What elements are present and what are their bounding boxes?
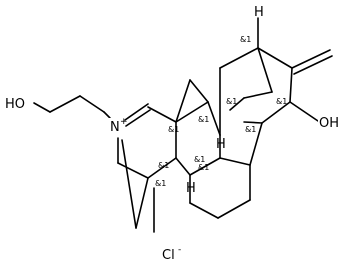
bond: [207, 101, 221, 136]
stereo-label: &1: [245, 125, 256, 134]
label-mask: [108, 118, 124, 136]
bond: [175, 101, 209, 123]
bond: [147, 157, 177, 179]
label-mask: [4, 95, 32, 111]
bond: [257, 47, 293, 69]
bond: [189, 79, 209, 103]
bond: [79, 95, 105, 113]
bond: [293, 55, 333, 75]
hydroxyl-right-label: OH: [319, 116, 339, 131]
bond: [49, 95, 81, 113]
hydroxyl-left-label: HO: [5, 97, 25, 112]
bond: [289, 67, 293, 103]
stereo-label: &1: [198, 115, 209, 124]
nitrogen-label: N: [110, 120, 120, 135]
label-mask: [318, 114, 344, 130]
bond: [125, 109, 151, 127]
atom-labels: HO N + OH H H H Cl -: [4, 5, 344, 263]
bond: [175, 157, 191, 176]
bond: [243, 91, 273, 99]
bond: [33, 102, 51, 113]
ring-h-lower-label: H: [186, 181, 196, 196]
bond: [124, 103, 149, 121]
bond: [117, 162, 149, 179]
stereo-label: &1: [198, 163, 209, 172]
bond: [175, 79, 191, 123]
stereo-label: &1: [158, 161, 169, 170]
chloride-charge: -: [178, 245, 181, 255]
bond: [103, 111, 111, 119]
stereo-label: &1: [194, 155, 205, 164]
bond: [261, 101, 291, 124]
bond: [189, 202, 219, 219]
stereo-labels: &1 &1 &1 &1 &1 &1 &1 &1 &1 &1: [155, 35, 287, 188]
bond: [217, 199, 251, 219]
stereo-label: &1: [240, 35, 251, 44]
bond: [249, 122, 263, 166]
chloride-label: Cl: [162, 248, 175, 263]
ring-h-center-label: H: [216, 137, 226, 152]
stereo-label: &1: [168, 125, 179, 134]
stereo-label: &1: [276, 97, 287, 106]
bond: [291, 49, 331, 69]
bond: [121, 139, 137, 229]
bond: [257, 47, 273, 93]
bond: [189, 157, 221, 176]
bond: [229, 97, 245, 111]
bond-lines: [33, 17, 333, 233]
bridgehead-h-top-label: H: [254, 5, 264, 20]
stereo-label: &1: [155, 179, 166, 188]
bond: [243, 121, 263, 124]
stereo-label: &1: [226, 97, 237, 106]
bond: [289, 101, 319, 122]
bond: [219, 47, 259, 69]
bond: [135, 177, 149, 229]
bond: [147, 106, 177, 123]
nitrogen-charge: +: [120, 117, 128, 127]
bond: [219, 157, 251, 166]
